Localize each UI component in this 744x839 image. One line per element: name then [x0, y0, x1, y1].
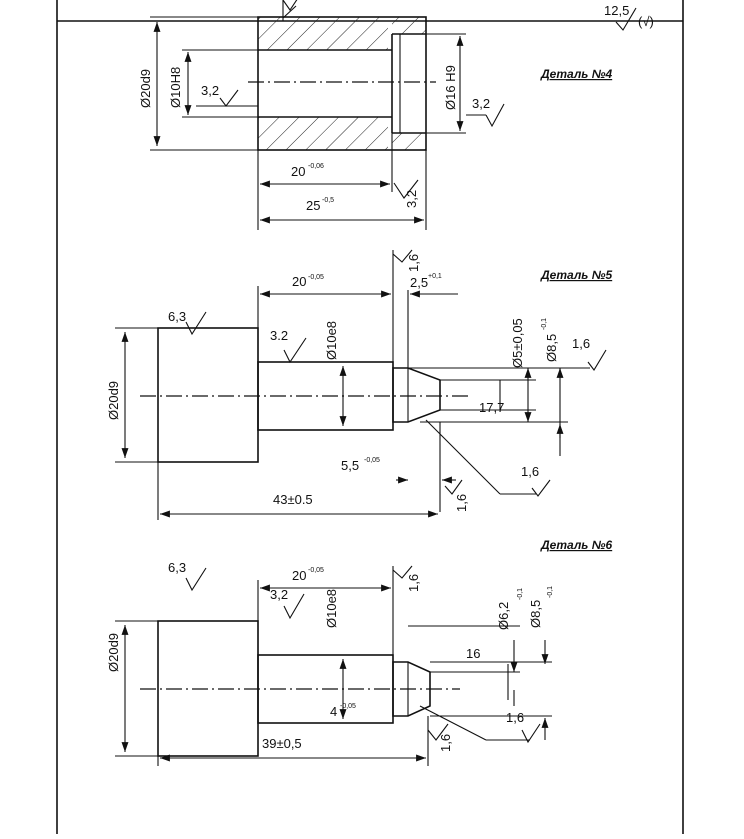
roughness-check-icon	[392, 565, 413, 579]
part-6-total-length: 39±0,5	[262, 736, 302, 751]
part-6-cone-length: 4	[330, 704, 337, 719]
part-5-tip	[392, 367, 441, 423]
part-5-cone-length: 5,5	[341, 458, 359, 473]
part-5: Деталь №5 Ø20d9 6,3 3.2 Ø10e8 20 -0,05 1…	[106, 249, 613, 520]
part-5-total-length: 43±0.5	[273, 492, 313, 507]
general-roughness-value: 12,5	[604, 3, 629, 18]
roughness-check-icon	[282, 0, 298, 11]
part-4-outer-diameter: Ø20d9	[138, 69, 153, 108]
part-4-bore-length: 20	[291, 164, 305, 179]
part-5-right-roughness: 1,6	[572, 336, 590, 351]
roughness-check-icon	[427, 723, 449, 741]
general-roughness-note: (√)	[638, 14, 654, 29]
part-6-cone-angle: 16	[466, 646, 480, 661]
part-4: Деталь №4 Ø20d9 Ø10H8 3,2 Ø16	[138, 0, 613, 230]
roughness-check-icon	[587, 349, 607, 371]
part-6-cone-diameter-tol: -0,1	[547, 586, 554, 598]
part-5-head	[157, 327, 259, 463]
roughness-check-icon	[219, 89, 239, 107]
part-4-bore-diameter: Ø10H8	[168, 67, 183, 108]
part-6-head-diameter: Ø20d9	[106, 633, 121, 672]
roughness-check-icon	[485, 103, 505, 128]
part-5-shaft-roughness: 3.2	[270, 328, 288, 343]
roughness-check-icon	[393, 179, 419, 199]
part-6-right-roughness: 1,6	[506, 710, 524, 725]
part-4-step-roughness: 3,2	[404, 190, 419, 208]
part-4-hatch-bottom	[258, 117, 388, 150]
part-5-bottom-roughness: 1,6	[521, 464, 539, 479]
part-6-tip-face-roughness: 1,6	[406, 574, 421, 592]
part-6-tip-diameter: Ø6,2	[496, 602, 511, 630]
roughness-check-icon	[392, 249, 413, 263]
part-4-total-length: 25	[306, 198, 320, 213]
roughness-check-icon	[521, 723, 541, 744]
part-5-tip-diameter: Ø5±0,05	[510, 318, 525, 368]
roughness-check-icon	[283, 593, 305, 620]
part-5-head-roughness: 6,3	[168, 309, 186, 324]
part-4-bore-length-tol: -0,06	[308, 163, 324, 170]
part-6-head-roughness: 6,3	[168, 560, 186, 575]
general-roughness: 12,5 (√)	[604, 3, 654, 31]
part-5-shaft-length: 20	[292, 274, 306, 289]
part-6-tip-diameter-tol: -0,1	[517, 588, 524, 600]
part-5-tip-length-tol: +0,1	[428, 273, 442, 280]
roughness-check-icon	[531, 479, 551, 497]
part-5-total-roughness: 1,6	[454, 494, 469, 512]
roughness-check-icon	[615, 7, 637, 31]
part-4-total-length-tol: -0,5	[322, 197, 334, 204]
part-4-outline	[257, 16, 427, 151]
part-5-title: Деталь №5	[540, 268, 613, 282]
part-6-title: Деталь №6	[540, 538, 613, 552]
part-5-tip-face-roughness: 1,6	[406, 254, 421, 272]
part-5-cone-length-tol: -0,05	[364, 457, 380, 464]
part-5-tip-length: 2,5	[410, 275, 428, 290]
part-6-total-roughness: 1,6	[438, 734, 453, 752]
part-4-hatch-top	[258, 17, 388, 50]
part-4-face-roughness: 3,2	[472, 96, 490, 111]
part-5-cone-diameter-tol: -0,1	[541, 318, 548, 330]
part-6-cone-length-tol: -0,05	[340, 703, 356, 710]
roughness-check-icon	[283, 337, 307, 364]
part-5-cone-diameter: Ø8,5	[544, 334, 559, 362]
roughness-check-icon	[185, 311, 207, 336]
part-5-head-diameter: Ø20d9	[106, 381, 121, 420]
part-6-shaft-length-tol: -0,05	[308, 567, 324, 574]
part-5-shaft-diameter: Ø10e8	[324, 321, 339, 360]
part-6-cone-diameter: Ø8,5	[528, 600, 543, 628]
part-6: Деталь №6 Ø20d9 6,3 3,2 Ø10e8 20 -0,05 1…	[106, 538, 613, 766]
roughness-check-icon	[185, 567, 207, 592]
part-6-shaft-length: 20	[292, 568, 306, 583]
roughness-check-icon	[444, 479, 463, 495]
part-4-bore-roughness: 3,2	[201, 83, 219, 98]
part-5-cone-angle: 17,7	[479, 400, 504, 415]
part-4-title: Деталь №4	[540, 67, 613, 81]
part-6-shaft-roughness: 3,2	[270, 587, 288, 602]
part-5-shaft-length-tol: -0,05	[308, 274, 324, 281]
part-6-shaft-diameter: Ø10e8	[324, 589, 339, 628]
part-4-counterbore-diameter: Ø16 H9	[443, 65, 458, 110]
